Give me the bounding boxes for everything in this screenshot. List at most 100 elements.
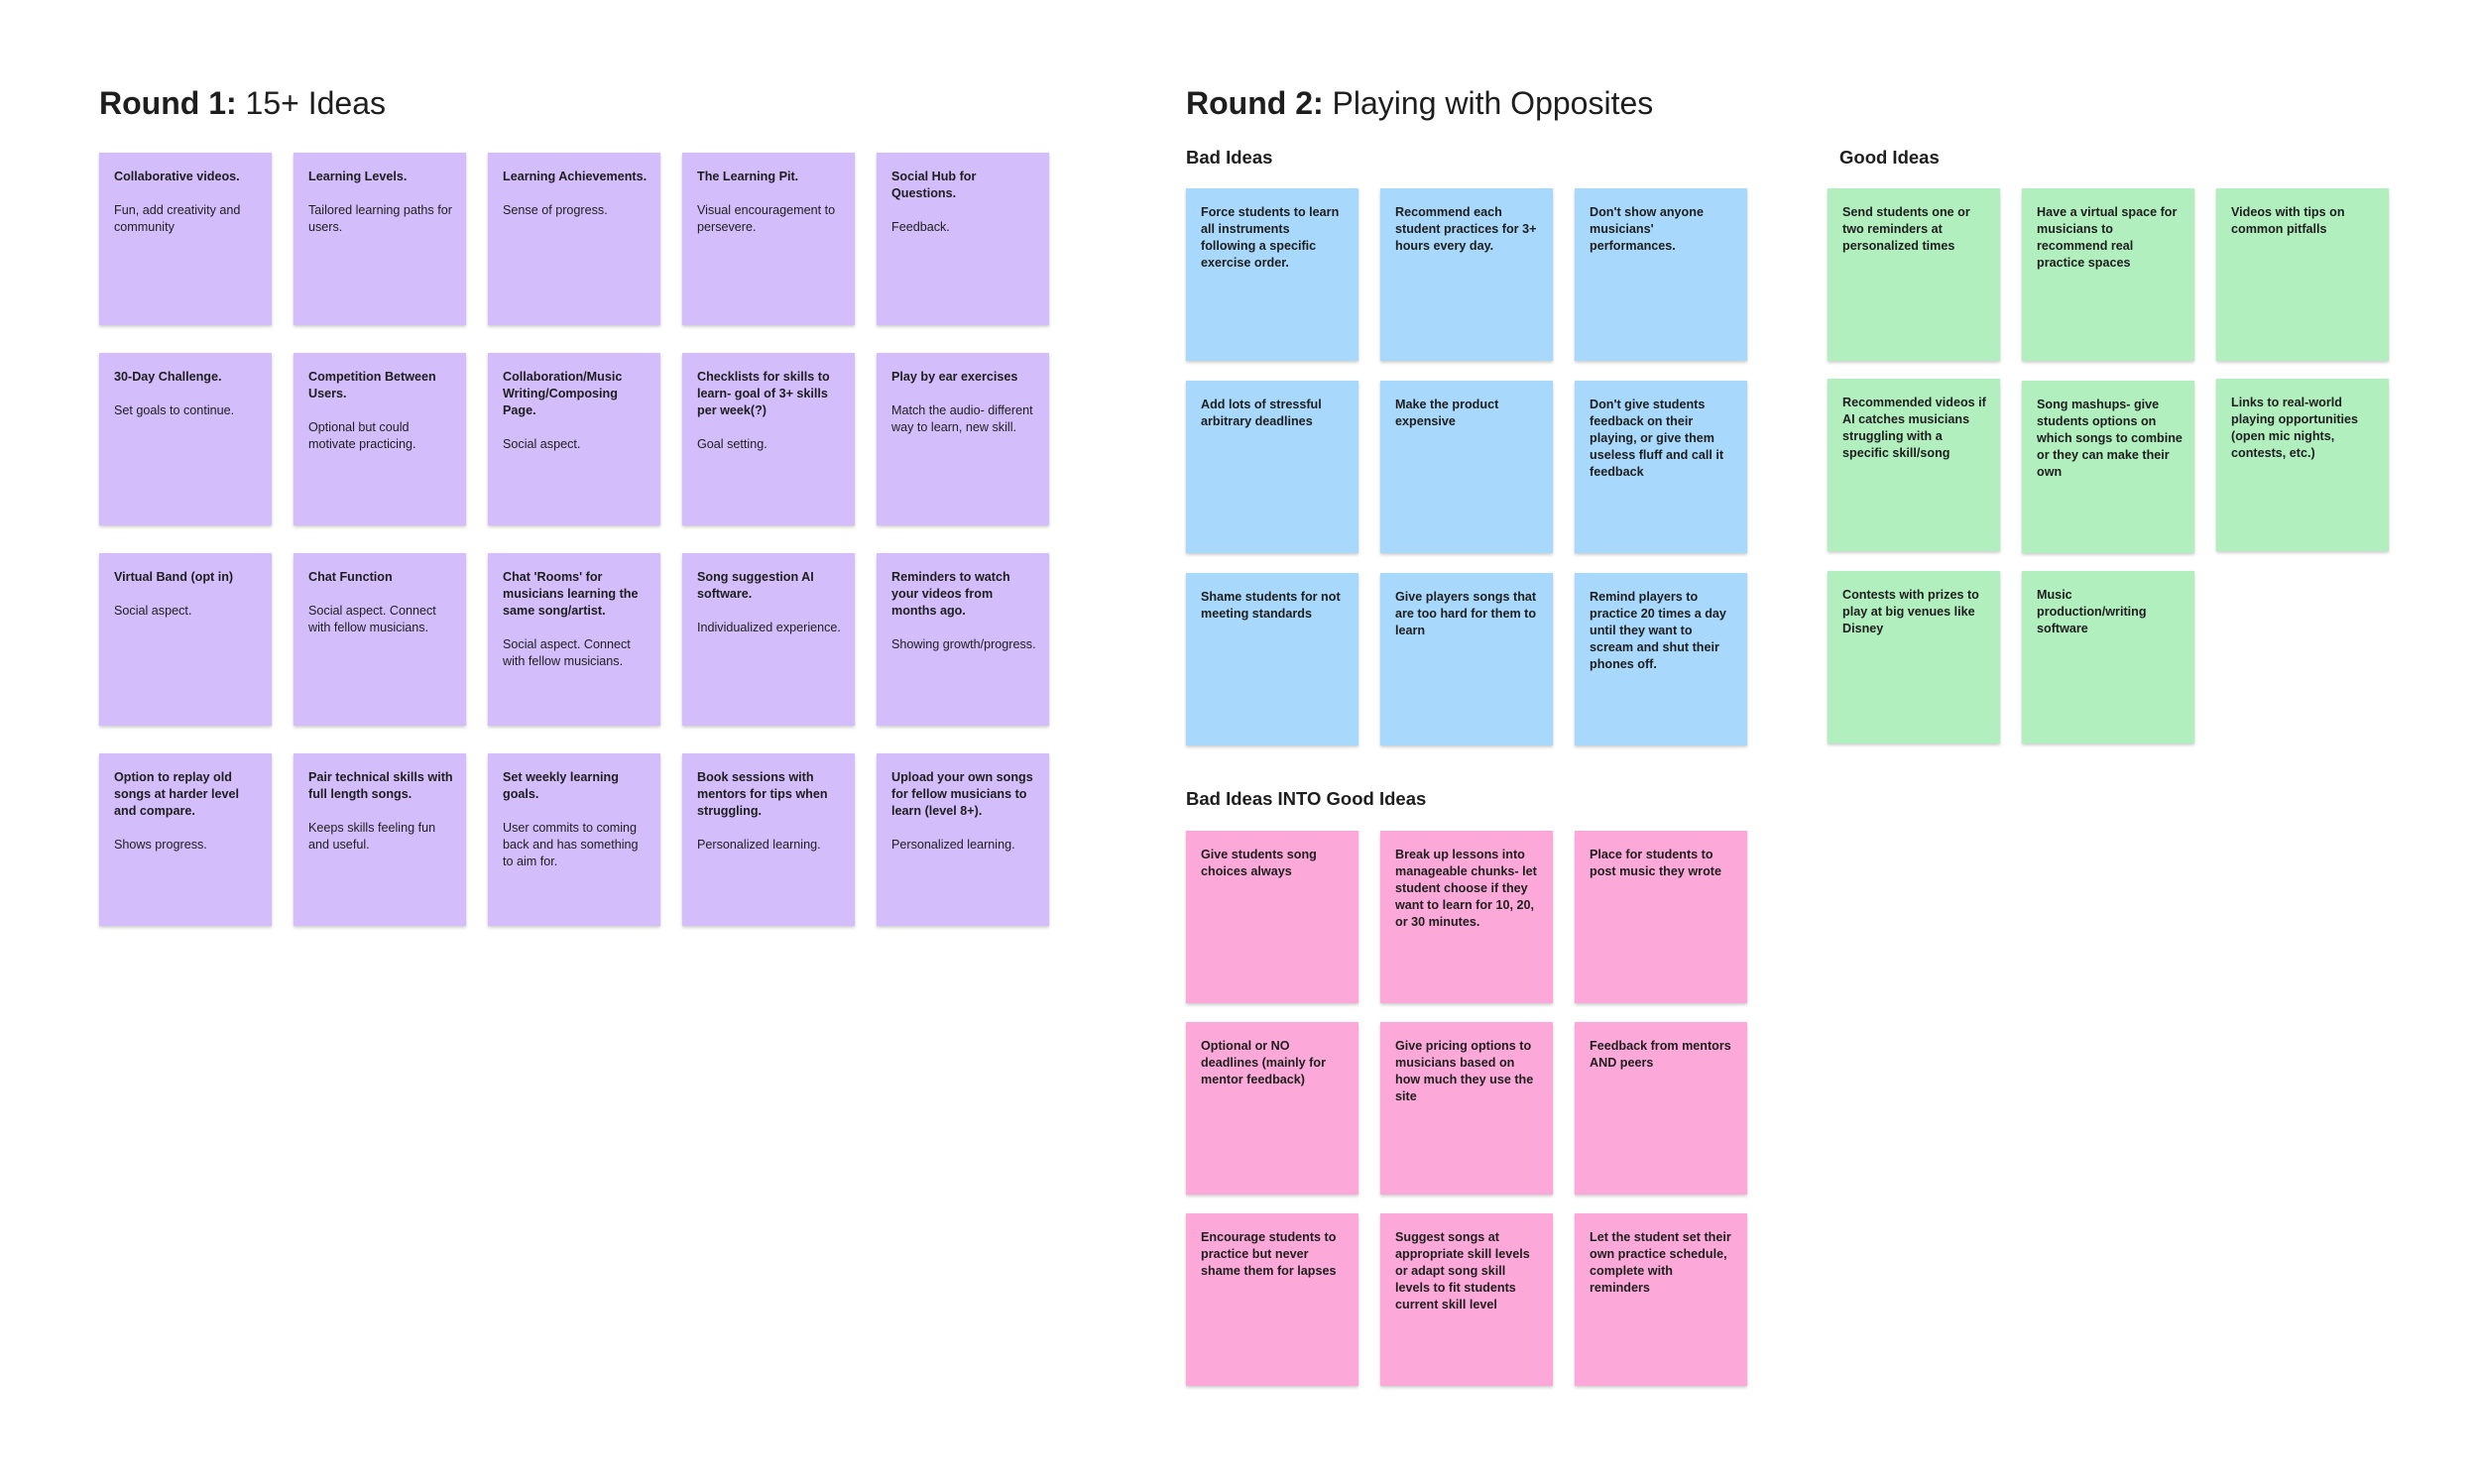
- round1-heading-rest: 15+ Ideas: [236, 85, 386, 121]
- sticky-note[interactable]: Make the product expensive: [1380, 381, 1553, 553]
- sticky-note[interactable]: 30-Day Challenge.Set goals to continue.: [99, 353, 272, 525]
- note-title: Song suggestion AI software.: [697, 570, 814, 601]
- sticky-note[interactable]: Collaborative videos.Fun, add creativity…: [99, 153, 272, 325]
- sticky-note[interactable]: Links to real-world playing opportunitie…: [2216, 379, 2389, 551]
- round2-heading: Round 2: Playing with Opposites: [1186, 87, 1653, 119]
- sticky-note[interactable]: Force students to learn all instruments …: [1186, 188, 1358, 361]
- sticky-note[interactable]: Give students song choices always: [1186, 831, 1358, 1003]
- note-title: Give students song choices always: [1201, 848, 1317, 878]
- note-body: Social aspect.: [503, 437, 581, 451]
- note-title: Don't give students feedback on their pl…: [1590, 398, 1724, 479]
- note-title: Don't show anyone musicians' performance…: [1590, 205, 1704, 253]
- sticky-note[interactable]: Have a virtual space for musicians to re…: [2022, 188, 2194, 361]
- sticky-note[interactable]: Shame students for not meeting standards: [1186, 573, 1358, 745]
- sticky-note[interactable]: Give players songs that are too hard for…: [1380, 573, 1553, 745]
- sticky-note[interactable]: Reminders to watch your videos from mont…: [877, 553, 1049, 726]
- note-body: Sense of progress.: [503, 203, 608, 217]
- note-title: Learning Achievements.: [503, 170, 648, 183]
- note-title: Chat 'Rooms' for musicians learning the …: [503, 570, 639, 618]
- sticky-note[interactable]: Recommend each student practices for 3+ …: [1380, 188, 1553, 361]
- note-title: Virtual Band (opt in): [114, 570, 234, 584]
- note-body: Goal setting.: [697, 437, 767, 451]
- note-title: Collaborative videos.: [114, 170, 240, 183]
- sticky-note[interactable]: Checklists for skills to learn- goal of …: [682, 353, 855, 525]
- sticky-note[interactable]: Let the student set their own practice s…: [1575, 1213, 1747, 1386]
- note-title: Add lots of stressful arbitrary deadline…: [1201, 398, 1322, 428]
- sticky-note[interactable]: Music production/writing software: [2022, 571, 2194, 743]
- sticky-note[interactable]: Recommended videos if AI catches musicia…: [1828, 379, 2000, 551]
- note-title: Send students one or two reminders at pe…: [1842, 205, 1970, 253]
- note-title: Recommend each student practices for 3+ …: [1395, 205, 1537, 253]
- note-title: Song mashups- give students options on w…: [2037, 398, 2183, 479]
- round2-heading-strong: Round 2:: [1186, 85, 1324, 121]
- note-title: Book sessions with mentors for tips when…: [697, 770, 828, 818]
- note-title: Give players songs that are too hard for…: [1395, 590, 1537, 637]
- sticky-note[interactable]: Book sessions with mentors for tips when…: [682, 753, 855, 926]
- sticky-note[interactable]: Song mashups- give students options on w…: [2022, 381, 2194, 553]
- sticky-note[interactable]: Don't show anyone musicians' performance…: [1575, 188, 1747, 361]
- sticky-note[interactable]: Chat 'Rooms' for musicians learning the …: [488, 553, 660, 726]
- note-body: User commits to coming back and has some…: [503, 821, 639, 868]
- note-title: Social Hub for Questions.: [891, 170, 977, 200]
- note-body: Social aspect. Connect with fellow music…: [308, 604, 436, 634]
- note-title: Checklists for skills to learn- goal of …: [697, 370, 830, 417]
- sticky-note[interactable]: Virtual Band (opt in) Social aspect.: [99, 553, 272, 726]
- note-body: Social aspect.: [114, 604, 192, 618]
- note-body: Personalized learning.: [697, 838, 821, 852]
- note-title: Suggest songs at appropriate skill level…: [1395, 1230, 1530, 1312]
- note-title: Have a virtual space for musicians to re…: [2037, 205, 2178, 270]
- sticky-note[interactable]: Song suggestion AI software.Individualiz…: [682, 553, 855, 726]
- note-title: The Learning Pit.: [697, 170, 799, 183]
- sticky-note[interactable]: Don't give students feedback on their pl…: [1575, 381, 1747, 553]
- sticky-note[interactable]: The Learning Pit. Visual encouragement to…: [682, 153, 855, 325]
- sticky-note[interactable]: Set weekly learning goals.User commits t…: [488, 753, 660, 926]
- note-title: Chat Function: [308, 570, 393, 584]
- note-body: Social aspect. Connect with fellow music…: [503, 637, 631, 668]
- note-title: Option to replay old songs at harder lev…: [114, 770, 239, 818]
- sticky-note[interactable]: Optional or NO deadlines (mainly for men…: [1186, 1022, 1358, 1195]
- note-body: Keeps skills feeling fun and useful.: [308, 821, 436, 852]
- sticky-note[interactable]: Give pricing options to musicians based …: [1380, 1022, 1553, 1195]
- note-title: Play by ear exercises: [891, 370, 1018, 384]
- note-body: Feedback.: [891, 220, 950, 234]
- note-title: Remind players to practice 20 times a da…: [1590, 590, 1726, 671]
- sticky-note[interactable]: Suggest songs at appropriate skill level…: [1380, 1213, 1553, 1386]
- round2-heading-rest: Playing with Opposites: [1323, 85, 1654, 121]
- note-title: Shame students for not meeting standards: [1201, 590, 1341, 621]
- sticky-note[interactable]: Learning Levels. Tailored learning paths …: [294, 153, 466, 325]
- sticky-note[interactable]: Send students one or two reminders at pe…: [1828, 188, 2000, 361]
- note-title: Place for students to post music they wr…: [1590, 848, 1721, 878]
- note-title: Force students to learn all instruments …: [1201, 205, 1340, 270]
- sticky-note[interactable]: Break up lessons into manageable chunks-…: [1380, 831, 1553, 1003]
- sticky-note[interactable]: Social Hub for Questions. Feedback.: [877, 153, 1049, 325]
- note-title: Upload your own songs for fellow musicia…: [891, 770, 1033, 818]
- sticky-note[interactable]: Collaboration/Music Writing/Composing Pa…: [488, 353, 660, 525]
- note-title: Reminders to watch your videos from mont…: [891, 570, 1010, 618]
- sticky-note[interactable]: Videos with tips on common pitfalls: [2216, 188, 2389, 361]
- sticky-note[interactable]: Pair technical skills with full length s…: [294, 753, 466, 926]
- note-body: Visual encouragement to persevere.: [697, 203, 836, 234]
- note-title: Pair technical skills with full length s…: [308, 770, 453, 801]
- note-body: Tailored learning paths for users.: [308, 203, 452, 234]
- sticky-note[interactable]: Remind players to practice 20 times a da…: [1575, 573, 1747, 745]
- note-body: Shows progress.: [114, 838, 207, 852]
- note-title: Feedback from mentors AND peers: [1590, 1039, 1731, 1070]
- note-body: Set goals to continue.: [114, 403, 235, 417]
- note-body: Match the audio- different way to learn,…: [891, 403, 1033, 434]
- sticky-note[interactable]: Upload your own songs for fellow musicia…: [877, 753, 1049, 926]
- sticky-note[interactable]: Add lots of stressful arbitrary deadline…: [1186, 381, 1358, 553]
- sticky-note[interactable]: Place for students to post music they wr…: [1575, 831, 1747, 1003]
- sticky-note[interactable]: Competition Between Users.Optional but c…: [294, 353, 466, 525]
- note-title: Learning Levels.: [308, 170, 408, 183]
- note-title: Recommended videos if AI catches musicia…: [1842, 396, 1986, 460]
- note-title: Break up lessons into manageable chunks-…: [1395, 848, 1537, 929]
- sticky-note[interactable]: Encourage students to practice but never…: [1186, 1213, 1358, 1386]
- sticky-note[interactable]: Learning Achievements. Sense of progress.: [488, 153, 660, 325]
- sticky-note[interactable]: Feedback from mentors AND peers: [1575, 1022, 1747, 1195]
- note-title: Let the student set their own practice s…: [1590, 1230, 1731, 1295]
- sticky-note[interactable]: Contests with prizes to play at big venu…: [1828, 571, 2000, 743]
- sticky-note[interactable]: Option to replay old songs at harder lev…: [99, 753, 272, 926]
- bad-into-good-label: Bad Ideas INTO Good Ideas: [1186, 788, 1427, 809]
